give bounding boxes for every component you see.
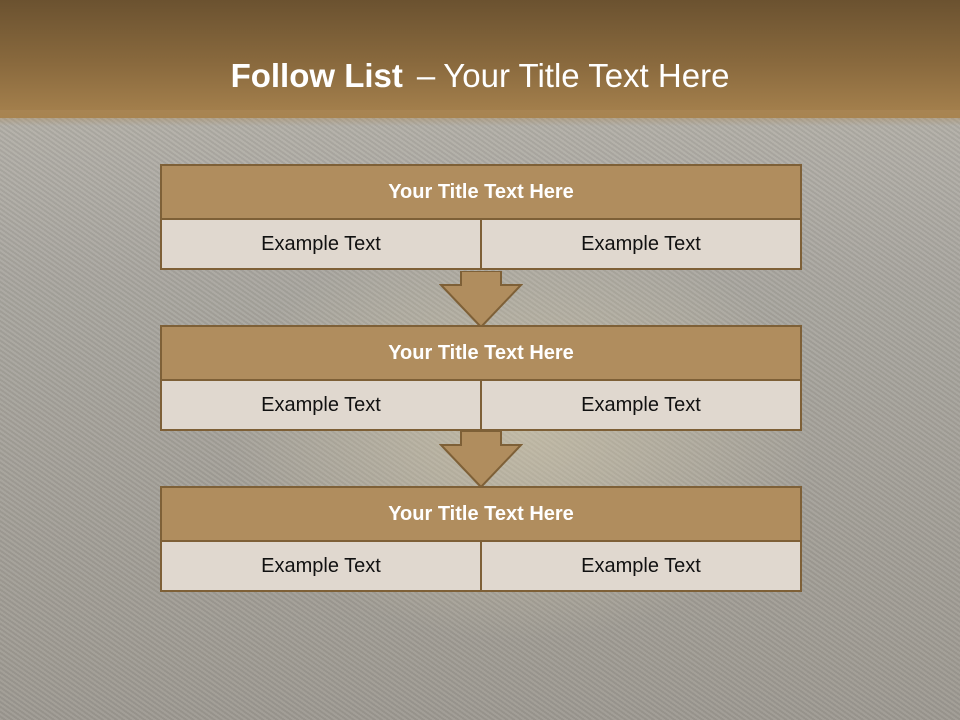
slide-title-separator: – — [416, 57, 436, 94]
list-block-2: Your Title Text Here Example Text Exampl… — [160, 325, 802, 431]
slide-title-rest: Your Title Text Here — [443, 57, 730, 94]
header-fade — [0, 110, 960, 126]
list-block-3: Your Title Text Here Example Text Exampl… — [160, 486, 802, 592]
header-band — [0, 0, 960, 118]
block-row: Example Text Example Text — [160, 542, 802, 592]
block-row: Example Text Example Text — [160, 381, 802, 431]
down-arrow-icon — [439, 271, 523, 329]
block-heading: Your Title Text Here — [160, 486, 802, 542]
block-cell-left: Example Text — [160, 542, 482, 592]
block-cell-left: Example Text — [160, 220, 482, 270]
block-cell-right: Example Text — [480, 542, 802, 592]
list-block-1: Your Title Text Here Example Text Exampl… — [160, 164, 802, 270]
down-arrow-icon — [439, 431, 523, 489]
block-cell-left: Example Text — [160, 381, 482, 431]
slide-title: Follow List–Your Title Text Here — [0, 56, 960, 96]
block-cell-right: Example Text — [480, 381, 802, 431]
block-row: Example Text Example Text — [160, 220, 802, 270]
block-heading: Your Title Text Here — [160, 164, 802, 220]
slide-title-bold: Follow List — [230, 57, 403, 94]
block-cell-right: Example Text — [480, 220, 802, 270]
block-heading: Your Title Text Here — [160, 325, 802, 381]
